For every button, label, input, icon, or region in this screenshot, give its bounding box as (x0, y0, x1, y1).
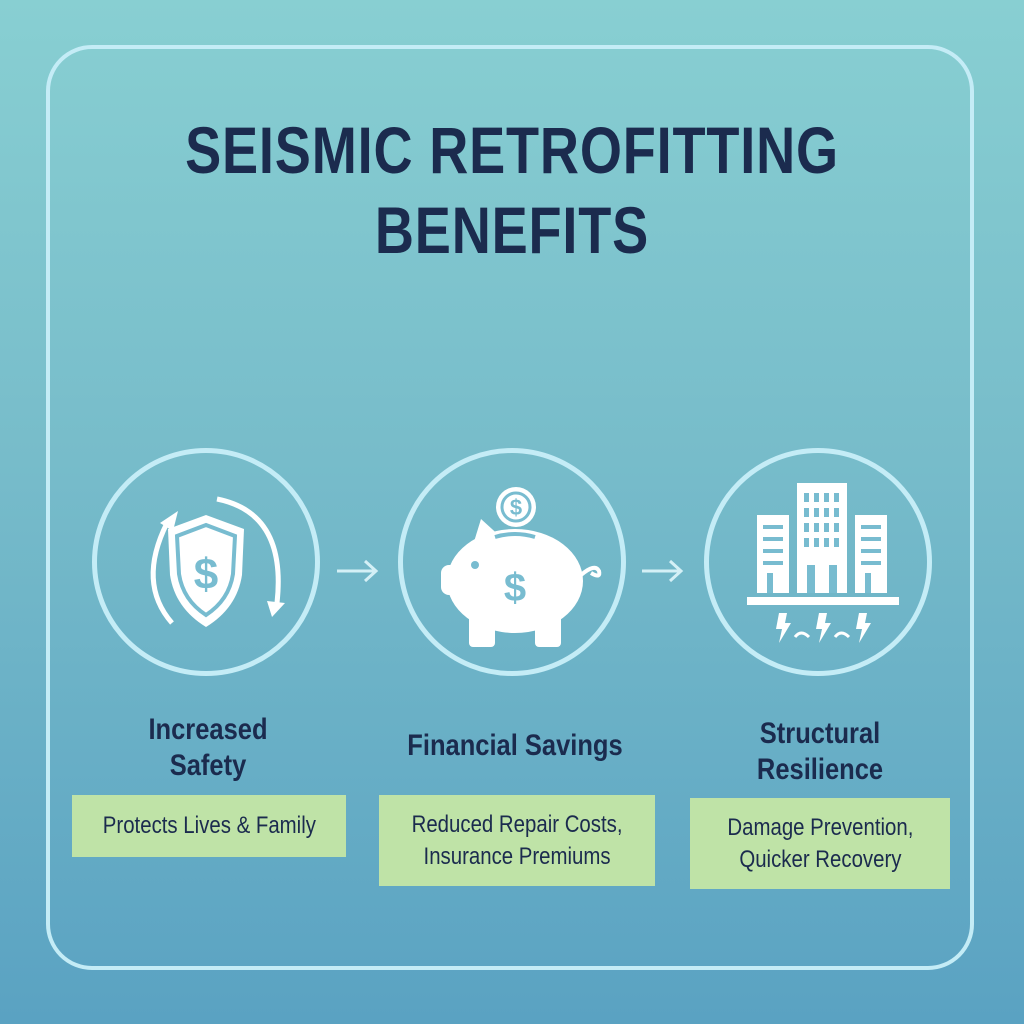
svg-text:$: $ (504, 566, 526, 610)
benefit-heading-safety: Increased Safety (148, 713, 268, 782)
description-text: Damage Prevention, Quicker Recovery (727, 813, 913, 873)
svg-text:$: $ (194, 550, 218, 599)
page-title: SEISMIC RETROFITTING BENEFITS (92, 110, 932, 270)
benefit-description-resilience: Damage Prevention, Quicker Recovery (690, 798, 950, 889)
shield-dollar-icon: $ (150, 496, 285, 627)
description-text: Reduced Repair Costs, Insurance Premiums (411, 810, 623, 870)
svg-text:$: $ (510, 495, 522, 520)
arrow-right-icon (642, 559, 684, 583)
piggy-bank-icon: $ $ (441, 487, 602, 647)
benefit-description-safety: Protects Lives & Family (72, 795, 346, 857)
title-line-2: BENEFITS (374, 193, 650, 267)
benefit-heading-savings: Financial Savings (407, 729, 623, 762)
benefit-circle-savings: $ $ (398, 448, 626, 676)
benefit-description-savings: Reduced Repair Costs, Insurance Premiums (379, 795, 655, 886)
description-text: Protects Lives & Family (102, 812, 316, 839)
benefit-circle-safety: $ (92, 448, 320, 676)
benefit-heading-resilience: Structural Resilience (756, 717, 884, 786)
arrow-right-icon (337, 559, 379, 583)
benefit-circle-resilience (704, 448, 932, 676)
title-line-1: SEISMIC RETROFITTING (185, 113, 839, 187)
infographic-frame (46, 45, 974, 970)
buildings-earthquake-icon (747, 483, 899, 643)
